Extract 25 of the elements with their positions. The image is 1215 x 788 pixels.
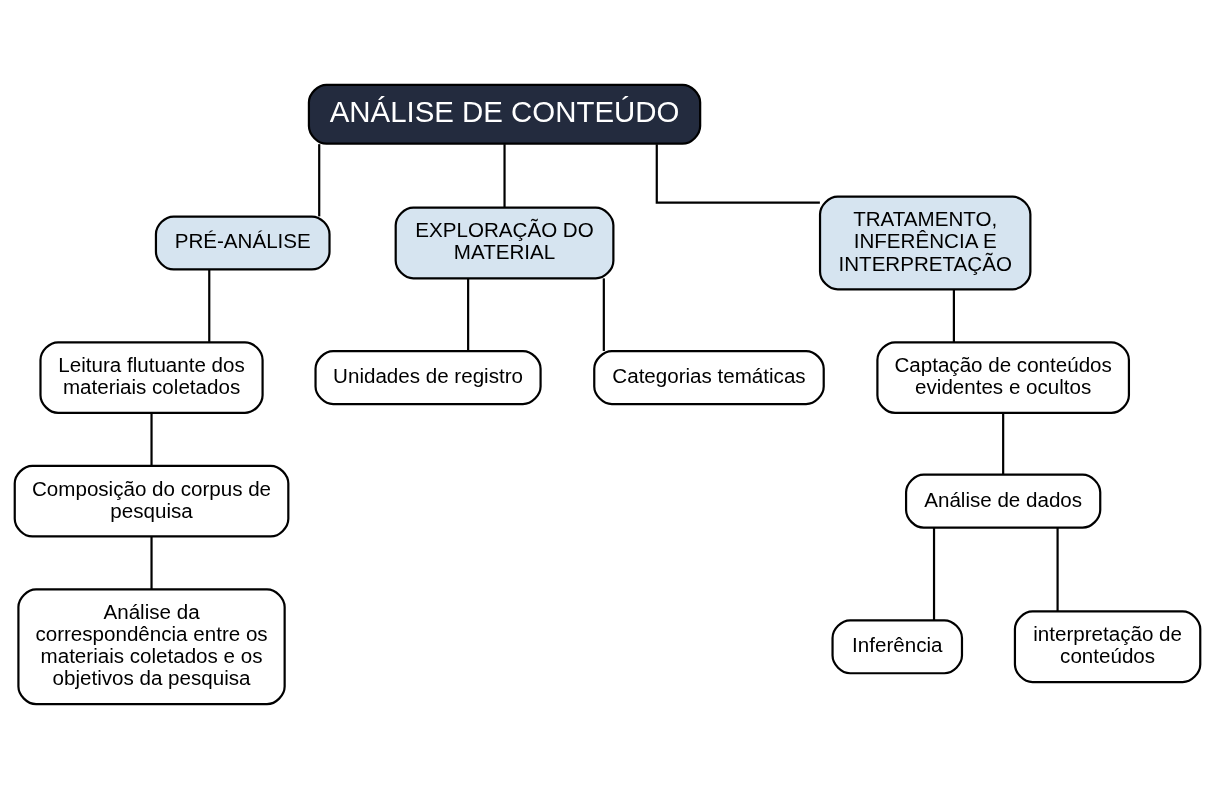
- node-box: Composição do corpus de pesquisa: [13, 464, 290, 538]
- connector: [1056, 527, 1059, 611]
- node-box: Inferência: [831, 618, 964, 674]
- node-box: ANÁLISE DE CONTEÚDO: [307, 83, 702, 145]
- connector: [208, 269, 211, 342]
- node-box: EXPLORAÇÃO DO MATERIAL: [394, 206, 615, 279]
- node-box: Unidades de registro: [314, 349, 542, 405]
- connector: [150, 536, 153, 589]
- connector: [318, 143, 321, 216]
- node-box: Leitura flutuante dos materiais coletados: [39, 340, 264, 414]
- node-box: interpretação de conteúdos: [1013, 609, 1202, 683]
- connector: [467, 277, 470, 351]
- node-box: Categorias temáticas: [593, 349, 825, 405]
- node-box: Análise de dados: [905, 473, 1102, 529]
- connector: [655, 143, 820, 204]
- connector: [150, 412, 153, 465]
- connector: [952, 289, 955, 342]
- connector: [932, 527, 936, 620]
- connector: [602, 277, 605, 351]
- node-box: TRATAMENTO, INFERÊNCIA E INTERPRETAÇÃO: [818, 195, 1032, 290]
- node-box: Captação de conteúdos evidentes e ocultos: [876, 340, 1131, 414]
- node-box: Análise da correspondência entre os materiais coletados e os objetivos da pesquisa: [17, 587, 286, 705]
- connector: [503, 143, 506, 207]
- node-box: PRÉ-ANÁLISE: [154, 214, 331, 271]
- connector: [1002, 412, 1005, 474]
